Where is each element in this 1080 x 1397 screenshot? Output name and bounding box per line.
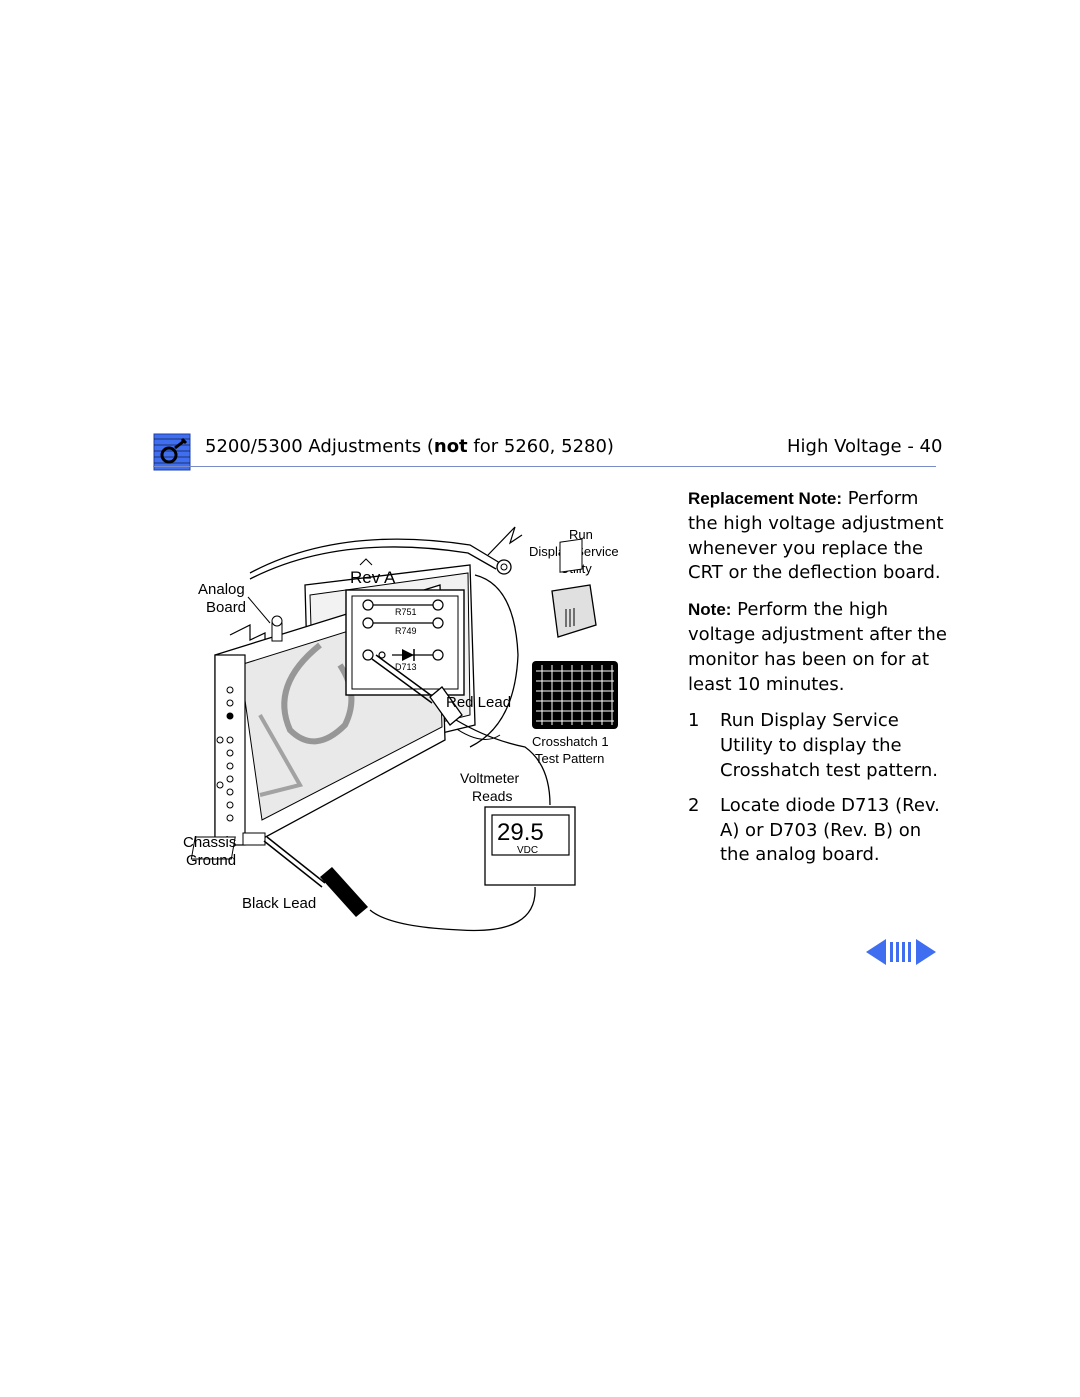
chassis-label: Chassis [183,834,236,851]
header-divider [153,466,936,467]
board-label: Board [206,599,246,616]
general-note: Note: Perform the high voltage adjustmen… [688,599,947,695]
next-page-arrow-icon[interactable] [916,939,936,965]
r749-label: R749 [395,626,417,636]
analog-label: Analog [198,581,245,598]
r751-label: R751 [395,607,417,617]
high-voltage-diagram: R751 R749 D713 Rev A Analog Board Run Di… [183,526,619,932]
prev-page-arrow-icon[interactable] [866,939,886,965]
run-label: Run [569,527,593,542]
voltmeter-label: Voltmeter [460,770,519,786]
apple-service-icon [153,433,191,471]
black-lead-label: Black Lead [242,895,316,912]
crosshatch-pattern [532,661,618,729]
reads-label: Reads [472,788,512,804]
d713-label: D713 [395,662,417,672]
replacement-note: Replacement Note: Perform the high volta… [688,488,944,584]
page-label: High Voltage - 40 [787,436,943,457]
red-lead-label: Red Lead [446,694,511,711]
page-title: 5200/5300 Adjustments (not for 5260, 528… [205,436,614,457]
voltmeter-reading: 29.5 [497,819,544,846]
crosshatch-label: Crosshatch 1 [532,734,609,749]
page-index-icon[interactable] [890,942,911,962]
ground-label: Ground [186,852,236,869]
instructions-column: Replacement Note: Perform the high volta… [688,487,948,878]
page-navigation [866,939,936,965]
utility-app-icon [551,538,597,638]
voltmeter [484,806,576,886]
voltmeter-unit: VDC [517,845,538,856]
rev-label: Rev A [350,568,396,587]
test-pattern-label: Test Pattern [535,751,604,766]
